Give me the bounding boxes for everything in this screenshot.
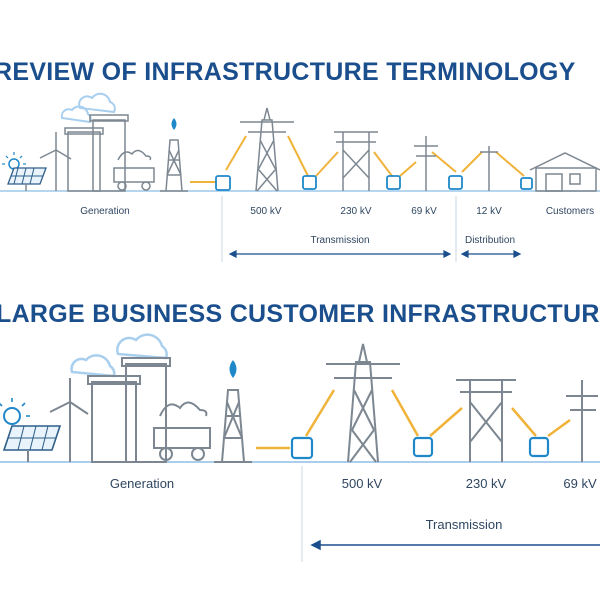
power-plant-icon <box>87 357 171 463</box>
flame-icon <box>229 360 237 378</box>
coal-cart-icon <box>113 149 155 191</box>
label-transmission: Transmission <box>426 517 503 532</box>
panel-title: LARGE BUSINESS CUSTOMER INFRASTRUCTURE <box>0 300 600 328</box>
label-distribution: Distribution <box>465 235 515 246</box>
flame-icon <box>171 118 177 130</box>
cloud-icon <box>60 92 116 124</box>
power-plant-icon <box>64 114 129 192</box>
solar-panel-icon <box>2 152 47 191</box>
label-transmission: Transmission <box>310 235 369 246</box>
infrastructure-diagram: Generation 500 kV 230 kV 69 kV 12 kV Cus… <box>0 92 600 262</box>
transmission-tower-230kv-icon <box>456 379 516 462</box>
utility-pole-12kv-icon <box>480 146 498 191</box>
label-69kv: 69 kV <box>563 476 597 491</box>
power-line <box>190 135 525 183</box>
utility-pole-69kv-icon <box>566 380 598 462</box>
label-500kv: 500 kV <box>250 206 281 217</box>
transmission-span-arrow <box>228 250 452 258</box>
transformer-icon <box>290 436 550 460</box>
label-12kv: 12 kV <box>476 206 502 217</box>
coal-cart-icon <box>153 401 211 461</box>
label-69kv: 69 kV <box>411 206 437 217</box>
label-230kv: 230 kV <box>340 206 371 217</box>
wind-turbine-icon <box>39 132 72 191</box>
label-customers: Customers <box>546 206 594 217</box>
wind-turbine-icon <box>49 378 89 462</box>
transmission-tower-500kv-icon <box>326 343 400 463</box>
power-line <box>256 389 571 450</box>
cloud-icon <box>70 333 168 378</box>
panel-title: REVIEW OF INFRASTRUCTURE TERMINOLOGY <box>0 58 576 86</box>
utility-pole-69kv-icon <box>414 136 438 191</box>
transmission-tower-230kv-icon <box>334 131 378 191</box>
solar-panel-icon <box>0 398 62 462</box>
gas-rig-icon <box>214 389 252 463</box>
label-230kv: 230 kV <box>466 476 507 491</box>
transformer-icon <box>215 175 533 191</box>
house-icon <box>529 152 600 192</box>
terminology-panel: REVIEW OF INFRASTRUCTURE TERMINOLOGY <box>0 0 600 270</box>
transmission-span-arrow <box>310 539 600 551</box>
distribution-span-arrow <box>460 250 522 258</box>
label-500kv: 500 kV <box>342 476 383 491</box>
large-business-panel: LARGE BUSINESS CUSTOMER INFRASTRUCTURE <box>0 280 600 600</box>
infrastructure-diagram: Generation 500 kV 230 kV 69 kV Transmiss… <box>0 333 600 562</box>
gas-rig-icon <box>160 139 188 192</box>
label-generation: Generation <box>110 476 174 491</box>
transmission-tower-500kv-icon <box>240 107 294 192</box>
label-generation: Generation <box>80 206 129 217</box>
